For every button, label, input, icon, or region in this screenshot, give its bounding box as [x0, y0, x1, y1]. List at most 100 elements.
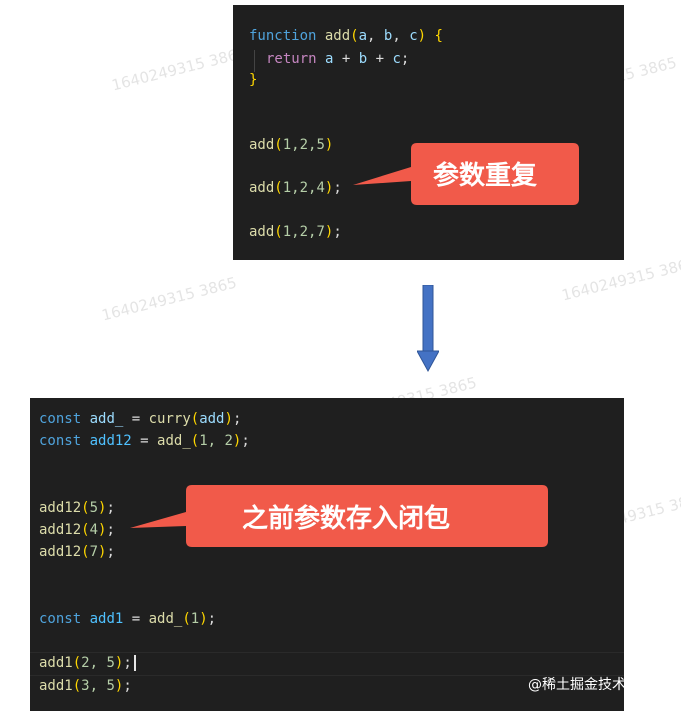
paren: ) — [199, 611, 208, 627]
variable: c — [392, 51, 401, 67]
operator: + — [367, 51, 393, 67]
function-name: add — [324, 28, 351, 44]
function-name: add12 — [39, 500, 82, 516]
code-line-call: add(1,2,7); — [249, 223, 342, 241]
paren: ( — [182, 611, 191, 627]
arguments: 1 — [190, 611, 200, 627]
code-line-const-curry: const add_ = curry(add); — [39, 410, 241, 428]
arguments: 3, 5 — [81, 678, 115, 694]
paren: ( — [72, 678, 82, 694]
function-name: curry — [148, 411, 191, 427]
keyword: return — [266, 51, 317, 67]
paren: ( — [350, 28, 359, 44]
variable: b — [358, 51, 368, 67]
code-line-const-add1: const add1 = add_(1); — [39, 610, 216, 628]
function-name: add12 — [39, 522, 82, 538]
param: b — [383, 28, 393, 44]
code-line-call: add(1,2,5) — [249, 136, 333, 154]
callout-bubble — [353, 143, 579, 205]
code-line-signature: function add(a, b, c) { — [249, 27, 443, 45]
function-name: add — [249, 224, 275, 240]
operator: = — [123, 411, 149, 427]
function-name: add_ — [148, 611, 183, 627]
function-name: add — [249, 137, 275, 153]
text-cursor — [134, 655, 136, 671]
paren: ) — [232, 433, 242, 449]
indent-guide — [254, 50, 255, 72]
callout-bubble — [130, 485, 548, 547]
arguments: 7 — [89, 544, 99, 560]
semicolon: ; — [106, 544, 115, 560]
comma: , — [392, 28, 410, 44]
function-name: add12 — [39, 544, 82, 560]
paren: ) — [98, 544, 107, 560]
paren: ( — [274, 180, 283, 196]
semicolon: ; — [333, 224, 342, 240]
arguments: 4 — [89, 522, 99, 538]
paren: ( — [81, 522, 90, 538]
arguments: 1,2,4 — [282, 180, 325, 196]
watermark: 1640249315 3865 — [109, 43, 249, 95]
comma: , — [367, 28, 384, 44]
footer-credit: @稀土掘金技术社区 — [528, 677, 654, 693]
function-name: add1 — [39, 655, 73, 671]
variable: add1 — [89, 611, 124, 627]
semicolon: ; — [123, 678, 132, 694]
watermark: 1640249315 3865 — [559, 253, 681, 305]
semicolon: ; — [241, 433, 250, 449]
paren: ) — [98, 522, 107, 538]
semicolon: ; — [123, 655, 132, 671]
code-line-return: return a + b + c; — [266, 50, 409, 68]
code-line-call: add12(4); — [39, 521, 115, 539]
operator: = — [123, 611, 149, 627]
keyword: function — [249, 28, 317, 44]
param: a — [358, 28, 368, 44]
semicolon: ; — [207, 611, 217, 627]
paren: ( — [190, 411, 200, 427]
arrow-head — [417, 350, 439, 373]
paren: ) — [98, 500, 107, 516]
function-name: add1 — [39, 678, 73, 694]
arrow-shaft — [422, 285, 434, 354]
variable: add12 — [89, 433, 132, 449]
code-panel-curried: const add_ = curry(add); const add12 = a… — [30, 398, 624, 711]
paren: ) — [114, 678, 124, 694]
code-line-call: add1(2, 5); — [39, 654, 132, 672]
keyword: const — [39, 611, 82, 627]
callout-shape — [353, 143, 579, 205]
watermark: 1640249315 3865 — [99, 273, 239, 325]
down-arrow-icon — [417, 285, 439, 373]
argument: add — [199, 411, 225, 427]
code-line-call: add1(3, 5); — [39, 677, 132, 695]
code-line-call: add12(7); — [39, 543, 115, 561]
paren: ( — [72, 655, 82, 671]
callout-label: 参数重复 — [433, 161, 538, 191]
arguments: 1, 2 — [199, 433, 233, 449]
code-line-call: add(1,2,4); — [249, 179, 342, 197]
code-line-close-brace: } — [249, 72, 258, 88]
function-name: add_ — [157, 433, 191, 449]
callout-repeated-params: 参数重复 — [353, 141, 583, 209]
current-line-highlight — [30, 652, 624, 676]
arguments: 1,2,7 — [282, 224, 325, 240]
paren: ( — [190, 433, 200, 449]
code-line-call: add12(5); — [39, 499, 115, 517]
function-name: add — [249, 180, 275, 196]
variable: a — [325, 51, 334, 67]
operator: = — [131, 433, 158, 449]
arguments: 5 — [89, 500, 99, 516]
semicolon: ; — [106, 500, 115, 516]
operator: + — [333, 51, 359, 67]
code-line-const-add12: const add12 = add_(1, 2); — [39, 432, 250, 450]
callout-label: 之前参数存入闭包 — [242, 504, 451, 534]
paren: ) — [324, 180, 334, 196]
paren: ( — [274, 137, 283, 153]
brace: { — [426, 28, 443, 44]
keyword: const — [39, 433, 82, 449]
paren: ( — [274, 224, 283, 240]
paren: ) — [114, 655, 124, 671]
callout-shape — [130, 485, 548, 547]
variable: add_ — [89, 411, 124, 427]
semicolon: ; — [106, 522, 115, 538]
paren: ) — [324, 137, 334, 153]
